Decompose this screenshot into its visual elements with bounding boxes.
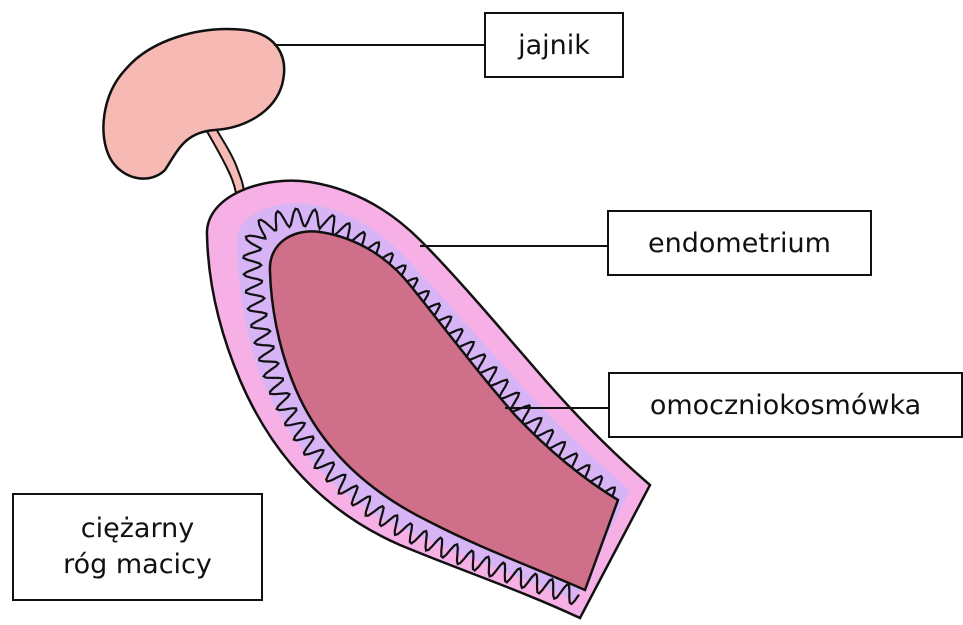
chorion-label: omoczniokosmówka	[650, 390, 921, 421]
chorion-label-box: omoczniokosmówka	[608, 372, 963, 438]
endometrium-label-box: endometrium	[607, 210, 872, 276]
uterine-horn-label-box: ciężarny róg macicy	[12, 493, 263, 601]
uterine-horn-label-line2: róg macicy	[63, 547, 212, 583]
endometrium-label: endometrium	[648, 228, 831, 259]
uterine-horn-label-line1: ciężarny	[81, 511, 194, 547]
ovary-label: jajnik	[518, 30, 590, 61]
oviduct	[205, 125, 244, 193]
ovary	[103, 29, 284, 179]
ovary-label-box: jajnik	[484, 12, 624, 78]
